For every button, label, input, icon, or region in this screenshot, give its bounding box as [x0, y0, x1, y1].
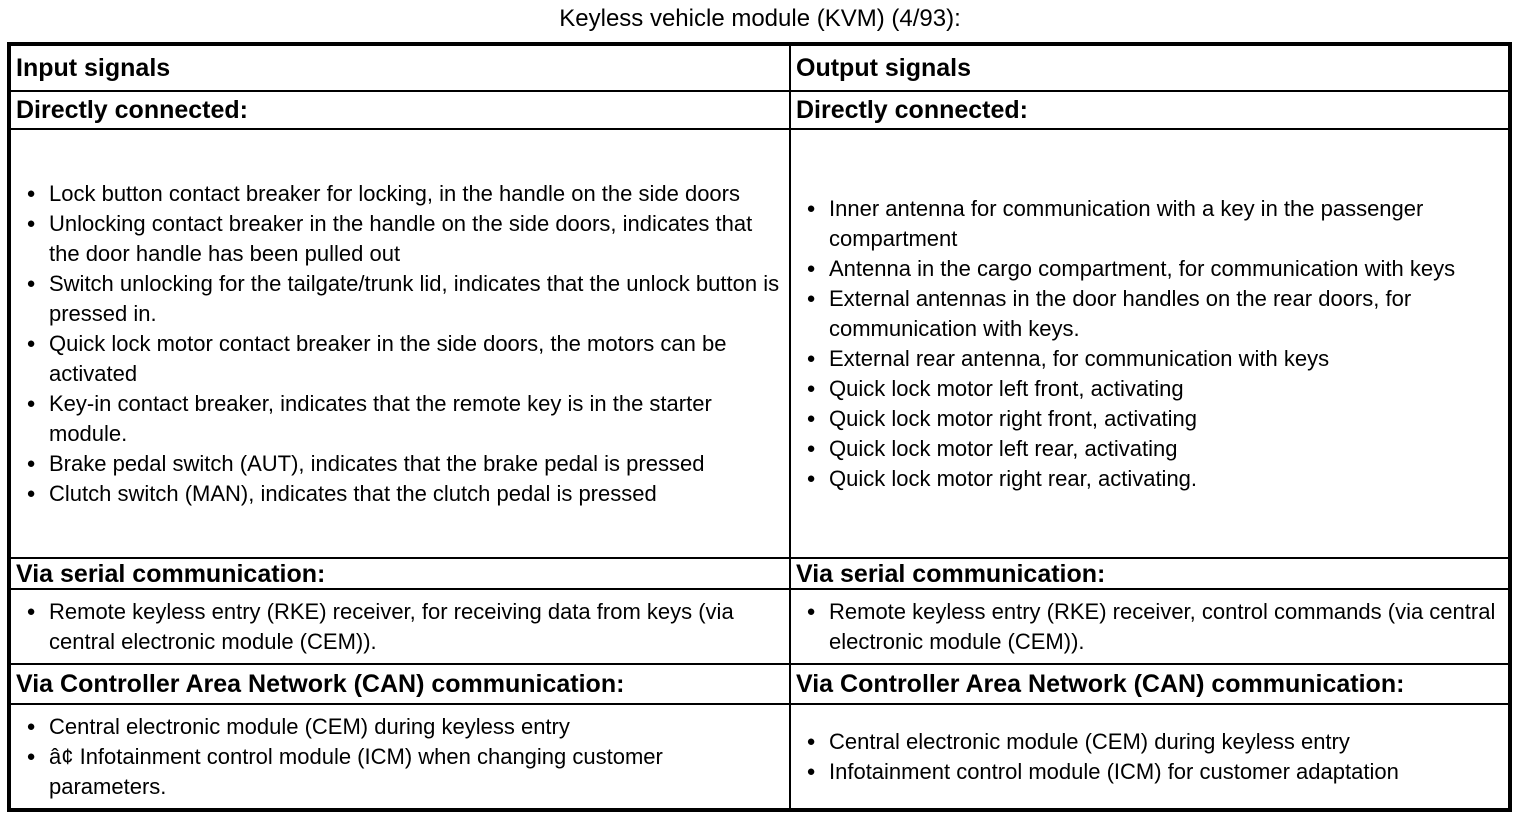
input-can-cell: ● Central electronic module (CEM) during …: [8, 703, 791, 811]
list-item: ● Quick lock motor left front, activating: [796, 374, 1504, 404]
bullet-icon: ●: [806, 379, 816, 397]
input-serial-list: ● Remote keyless entry (RKE) receiver, fo…: [16, 597, 785, 657]
output-serial-list: ● Remote keyless entry (RKE) receiver, co…: [796, 597, 1504, 657]
list-item: ● Quick lock motor right front, activatin…: [796, 404, 1504, 434]
directly-connected-heading-row: Directly connected: Directly connected:: [8, 90, 1511, 130]
input-signals-header: Input signals: [8, 43, 791, 92]
output-serial-cell: ● Remote keyless entry (RKE) receiver, co…: [789, 588, 1511, 665]
bullet-icon: ●: [26, 334, 36, 352]
can-items-row: ● Central electronic module (CEM) during …: [8, 703, 1511, 811]
serial-items-row: ● Remote keyless entry (RKE) receiver, fo…: [8, 588, 1511, 665]
section-heading-can-input: Via Controller Area Network (CAN) commun…: [8, 663, 791, 705]
output-can-list: ● Central electronic module (CEM) during …: [796, 727, 1498, 787]
bullet-icon: ●: [26, 484, 36, 502]
serial-heading-row: Via serial communication: Via serial com…: [8, 557, 1511, 590]
bullet-icon: ●: [26, 184, 36, 202]
bullet-icon: ●: [806, 289, 816, 307]
bullet-icon: ●: [26, 394, 36, 412]
section-heading-serial-input: Via serial communication:: [8, 557, 791, 590]
list-item-text: Remote keyless entry (RKE) receiver, con…: [829, 598, 1496, 654]
bullet-icon: ●: [806, 199, 816, 217]
can-heading-row: Via Controller Area Network (CAN) commun…: [8, 663, 1511, 705]
list-item-text: Unlocking contact breaker in the handle …: [49, 210, 753, 266]
list-item: ● Infotainment control module (ICM) for c…: [796, 757, 1498, 787]
input-directly-connected-list: ● Lock button contact breaker for locking…: [16, 179, 785, 509]
list-item-text: Quick lock motor left front, activating: [829, 375, 1184, 401]
list-item-text: Brake pedal switch (AUT), indicates that…: [49, 450, 705, 476]
bullet-icon: ●: [806, 762, 816, 780]
list-item-text: Antenna in the cargo compartment, for co…: [829, 255, 1456, 281]
section-heading-directly-connected-input: Directly connected:: [8, 90, 791, 130]
list-item-text: Infotainment control module (ICM) for cu…: [829, 758, 1399, 784]
bullet-icon: ●: [806, 259, 816, 277]
bullet-icon: ●: [26, 214, 36, 232]
bullet-icon: ●: [806, 439, 816, 457]
list-item: ● Quick lock motor contact breaker in the…: [16, 329, 785, 389]
list-item: ● Brake pedal switch (AUT), indicates tha…: [16, 449, 785, 479]
list-item: ● Remote keyless entry (RKE) receiver, fo…: [16, 597, 785, 657]
list-item: ● Key-in contact breaker, indicates that …: [16, 389, 785, 449]
list-item: ● Central electronic module (CEM) during …: [796, 727, 1498, 757]
list-item: ● Quick lock motor right rear, activating…: [796, 464, 1504, 494]
list-item-text: Key-in contact breaker, indicates that t…: [49, 390, 712, 446]
bullet-icon: ●: [806, 409, 816, 427]
input-can-list: ● Central electronic module (CEM) during …: [16, 712, 785, 802]
list-item-text: Remote keyless entry (RKE) receiver, for…: [49, 598, 734, 654]
bullet-icon: ●: [806, 602, 816, 620]
signals-table: Input signals Output signals Directly co…: [7, 42, 1512, 812]
list-item-text: Quick lock motor right front, activating: [829, 405, 1198, 431]
section-heading-serial-output: Via serial communication:: [789, 557, 1511, 590]
list-item: ● Remote keyless entry (RKE) receiver, co…: [796, 597, 1504, 657]
bullet-icon: ●: [26, 454, 36, 472]
list-item: ● Inner antenna for communication with a …: [796, 194, 1504, 254]
list-item: ● Unlocking contact breaker in the handle…: [16, 209, 785, 269]
list-item: ● External rear antenna, for communicatio…: [796, 344, 1504, 374]
output-signals-header: Output signals: [789, 43, 1511, 92]
list-item-text: External rear antenna, for communication…: [829, 345, 1330, 371]
bullet-icon: ●: [806, 349, 816, 367]
list-item-text: Lock button contact breaker for locking,…: [49, 180, 740, 206]
list-item-text: Central electronic module (CEM) during k…: [829, 728, 1350, 754]
output-can-cell: ● Central electronic module (CEM) during …: [789, 703, 1511, 811]
list-item: ● Quick lock motor left rear, activating: [796, 434, 1504, 464]
list-item: ● External antennas in the door handles o…: [796, 284, 1504, 344]
list-item: ● Clutch switch (MAN), indicates that the…: [16, 479, 785, 509]
list-item: ● Central electronic module (CEM) during …: [16, 712, 785, 742]
page-title: Keyless vehicle module (KVM) (4/93):: [559, 5, 961, 32]
list-item: ● â¢ Infotainment control module (ICM) wh…: [16, 742, 785, 802]
output-directly-connected-cell: ● Inner antenna for communication with a …: [789, 128, 1511, 559]
list-item-text: External antennas in the door handles on…: [829, 285, 1412, 341]
list-item-text: Central electronic module (CEM) during k…: [49, 713, 570, 739]
output-directly-connected-list: ● Inner antenna for communication with a …: [796, 194, 1504, 494]
section-heading-directly-connected-output: Directly connected:: [789, 90, 1511, 130]
bullet-icon: ●: [806, 732, 816, 750]
bullet-icon: ●: [26, 747, 36, 765]
list-item-text: Quick lock motor right rear, activating.: [829, 465, 1198, 491]
directly-connected-items-row: ● Lock button contact breaker for locking…: [8, 128, 1511, 559]
list-item: ● Antenna in the cargo compartment, for c…: [796, 254, 1504, 284]
input-serial-cell: ● Remote keyless entry (RKE) receiver, fo…: [8, 588, 791, 665]
bullet-icon: ●: [806, 469, 816, 487]
input-directly-connected-cell: ● Lock button contact breaker for locking…: [8, 128, 791, 559]
column-header-row: Input signals Output signals: [8, 43, 1511, 92]
list-item: ● Switch unlocking for the tailgate/trunk…: [16, 269, 785, 329]
list-item-text: Inner antenna for communication with a k…: [829, 195, 1424, 251]
list-item-text: Switch unlocking for the tailgate/trunk …: [49, 270, 780, 326]
bullet-icon: ●: [26, 274, 36, 292]
list-item-text: Clutch switch (MAN), indicates that the …: [49, 480, 657, 506]
list-item-text: Quick lock motor contact breaker in the …: [49, 330, 727, 386]
list-item-text: â¢ Infotainment control module (ICM) whe…: [49, 743, 663, 799]
bullet-icon: ●: [26, 602, 36, 620]
section-heading-can-output: Via Controller Area Network (CAN) commun…: [789, 663, 1511, 705]
list-item: ● Lock button contact breaker for locking…: [16, 179, 785, 209]
list-item-text: Quick lock motor left rear, activating: [829, 435, 1178, 461]
bullet-icon: ●: [26, 717, 36, 735]
